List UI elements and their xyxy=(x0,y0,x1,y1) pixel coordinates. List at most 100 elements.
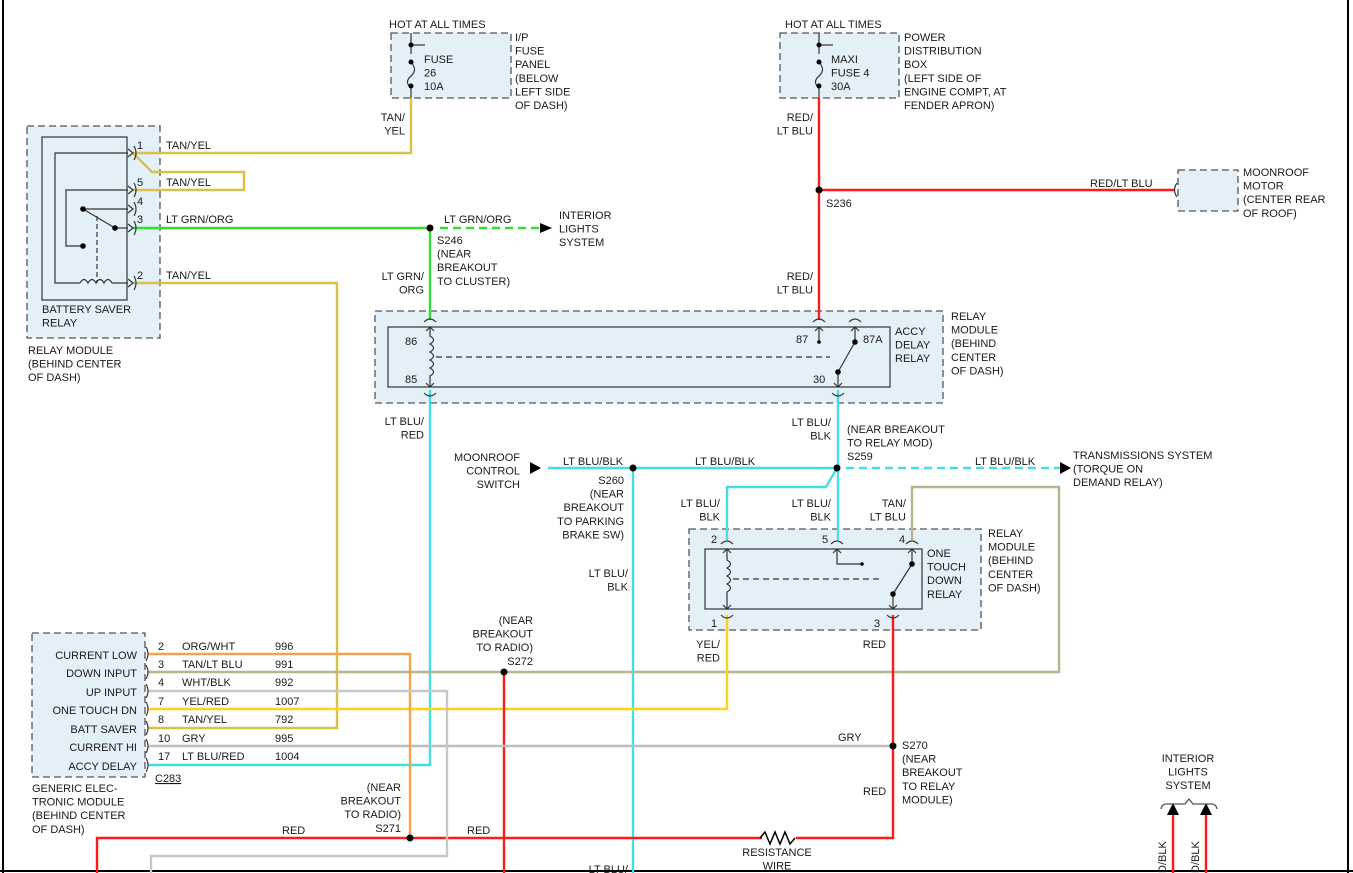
label-line: RED xyxy=(697,653,720,665)
splice-s270 xyxy=(889,742,897,750)
splice-s272 xyxy=(500,668,508,676)
label-line: RELAY MODULE xyxy=(28,345,113,357)
label-line: RELAY xyxy=(927,589,963,601)
label-line: LT BLU xyxy=(777,126,813,138)
gem-pin: 17 xyxy=(158,751,170,763)
label-line: MODULE) xyxy=(902,794,953,806)
label-line: FENDER APRON) xyxy=(904,100,994,112)
label-line: MOONROOF xyxy=(1243,167,1309,179)
label-line: MOONROOF xyxy=(454,452,520,464)
gem-func: BATT SAVER xyxy=(70,724,137,736)
label-line: BREAKOUT xyxy=(902,767,963,779)
wire-tan-yel-fuse26 xyxy=(133,98,413,155)
fuse-26-node xyxy=(408,59,414,65)
label-line: RELAY xyxy=(895,353,931,365)
arrow-transmission-icon xyxy=(1060,462,1071,474)
label-line: (NEAR BREAKOUT xyxy=(847,424,945,436)
relay2-pin-1: 1 xyxy=(711,618,717,630)
fuse-4-node xyxy=(816,59,822,65)
relay2-wire-4: TAN/LT BLU xyxy=(870,498,907,524)
resistor-icon xyxy=(759,830,796,846)
pin-86: 86 xyxy=(405,336,417,348)
gem-func: UP INPUT xyxy=(86,687,137,699)
relay-contact xyxy=(80,243,86,249)
label-line: LT BLU/ xyxy=(681,498,721,510)
label-line: POWER xyxy=(904,32,946,44)
gem-color: TAN/YEL xyxy=(182,714,227,726)
label-line: ONE xyxy=(927,548,951,560)
wire-lt-blu-blk-pin2 xyxy=(725,467,839,540)
label-line: (TORQUE ON xyxy=(1073,464,1143,476)
gem-circuit: 996 xyxy=(275,641,293,653)
label-line: S271 xyxy=(375,823,401,835)
label-line: GENERIC ELEC- xyxy=(32,783,118,795)
label-line: (BEHIND xyxy=(988,555,1033,567)
gem-color: GRY xyxy=(182,733,206,745)
pin-87a: 87A xyxy=(863,334,883,346)
label-line: RELAY xyxy=(42,318,78,330)
gem-color: YEL/RED xyxy=(182,696,229,708)
wire-tan-lt-blu-down-input xyxy=(148,485,1061,674)
bsr-pin: 3 xyxy=(137,214,143,226)
s236-wire-down: RED/LT BLU xyxy=(777,271,814,297)
label-line: OF ROOF) xyxy=(1243,208,1297,220)
label-line: TO RADIO) xyxy=(344,809,401,821)
bsr-pin: 1 xyxy=(137,140,143,152)
wires xyxy=(95,98,1208,873)
label-line: BLK xyxy=(810,431,831,443)
pin-87: 87 xyxy=(796,334,808,346)
power-box-hot-label: HOT AT ALL TIMES xyxy=(785,19,882,31)
one-touch-down-relay-icon xyxy=(704,540,923,619)
power-distribution-box xyxy=(779,32,900,99)
pin-30: 30 xyxy=(813,374,825,386)
gem-circuit: 992 xyxy=(275,677,293,689)
relay-contact xyxy=(909,561,915,567)
wire-85-label: LT BLU/RED xyxy=(385,416,425,442)
fuse-4-node xyxy=(816,83,822,89)
splice-s259 xyxy=(833,464,841,472)
gem-connector-label: C283 xyxy=(155,773,181,785)
label-line: WIRE xyxy=(763,861,792,873)
fuse-26-node xyxy=(408,42,414,48)
s246-wire-right: LT GRN/ORG xyxy=(444,214,511,226)
wire-30-label: LT BLU/BLK xyxy=(792,417,832,443)
gem-func: ACCY DELAY xyxy=(68,761,137,773)
label-line: I/P xyxy=(515,32,528,44)
relay-contact xyxy=(112,225,118,231)
label-line: DISTRIBUTION xyxy=(904,46,982,58)
gem-color: LT BLU/RED xyxy=(182,751,245,763)
label-line: BLK xyxy=(810,512,831,524)
label-line: (NEAR xyxy=(499,615,533,627)
label-line: BATTERY SAVER xyxy=(42,304,131,316)
label-line: SYSTEM xyxy=(559,237,604,249)
label-line: LIGHTS xyxy=(559,224,599,236)
splice-s246 xyxy=(426,224,434,232)
label-line: (BEHIND CENTER xyxy=(32,810,126,822)
arrow-interior-2-icon xyxy=(1200,803,1212,815)
arrow-interior-1-icon xyxy=(1167,803,1179,815)
battery-saver-relay-name: BATTERY SAVER RELAY xyxy=(42,304,131,330)
label-line: TO RADIO) xyxy=(476,642,533,654)
label-line: (NEAR xyxy=(437,249,471,261)
label-line: YEL/ xyxy=(696,639,721,651)
label-line: S260 xyxy=(598,475,624,487)
gem-connector-icon xyxy=(145,646,149,773)
label-line: BRAKE SW) xyxy=(562,529,624,541)
label-line: MODULE xyxy=(951,325,998,337)
label-line: LT GRN/ xyxy=(382,271,425,283)
s246-wire-down: LT GRN/ORG xyxy=(382,271,425,297)
label-line: S259 xyxy=(847,451,873,463)
label-line: BREAKOUT xyxy=(563,502,624,514)
gem-pin: 3 xyxy=(158,659,164,671)
